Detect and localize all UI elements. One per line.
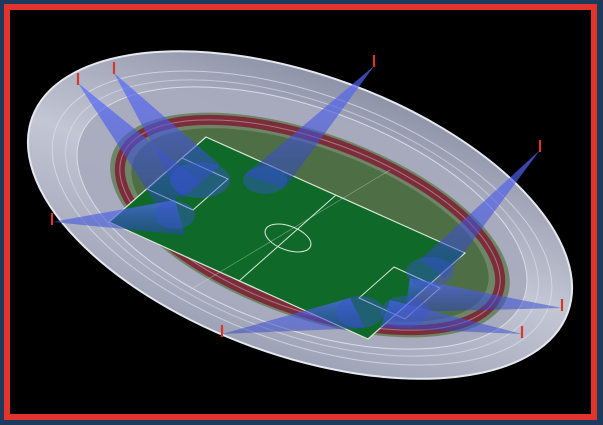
floodlight-cone-icon bbox=[245, 66, 374, 188]
floodlight-cone-icon bbox=[405, 278, 562, 312]
floodlight-cone-icon bbox=[52, 200, 185, 235]
floodlight-cone-icon bbox=[380, 300, 522, 334]
floodlight-cone-icon bbox=[114, 73, 220, 200]
stadium-render bbox=[4, 4, 597, 420]
stadium-illustration bbox=[26, 50, 574, 380]
floodlight-cones bbox=[52, 66, 562, 334]
floodlight-masts bbox=[50, 55, 564, 338]
floodlight-cone-icon bbox=[78, 83, 200, 210]
floodlight-cone-icon bbox=[420, 150, 540, 278]
football-pitch bbox=[107, 136, 467, 340]
floodlight-cone-icon bbox=[222, 298, 365, 334]
